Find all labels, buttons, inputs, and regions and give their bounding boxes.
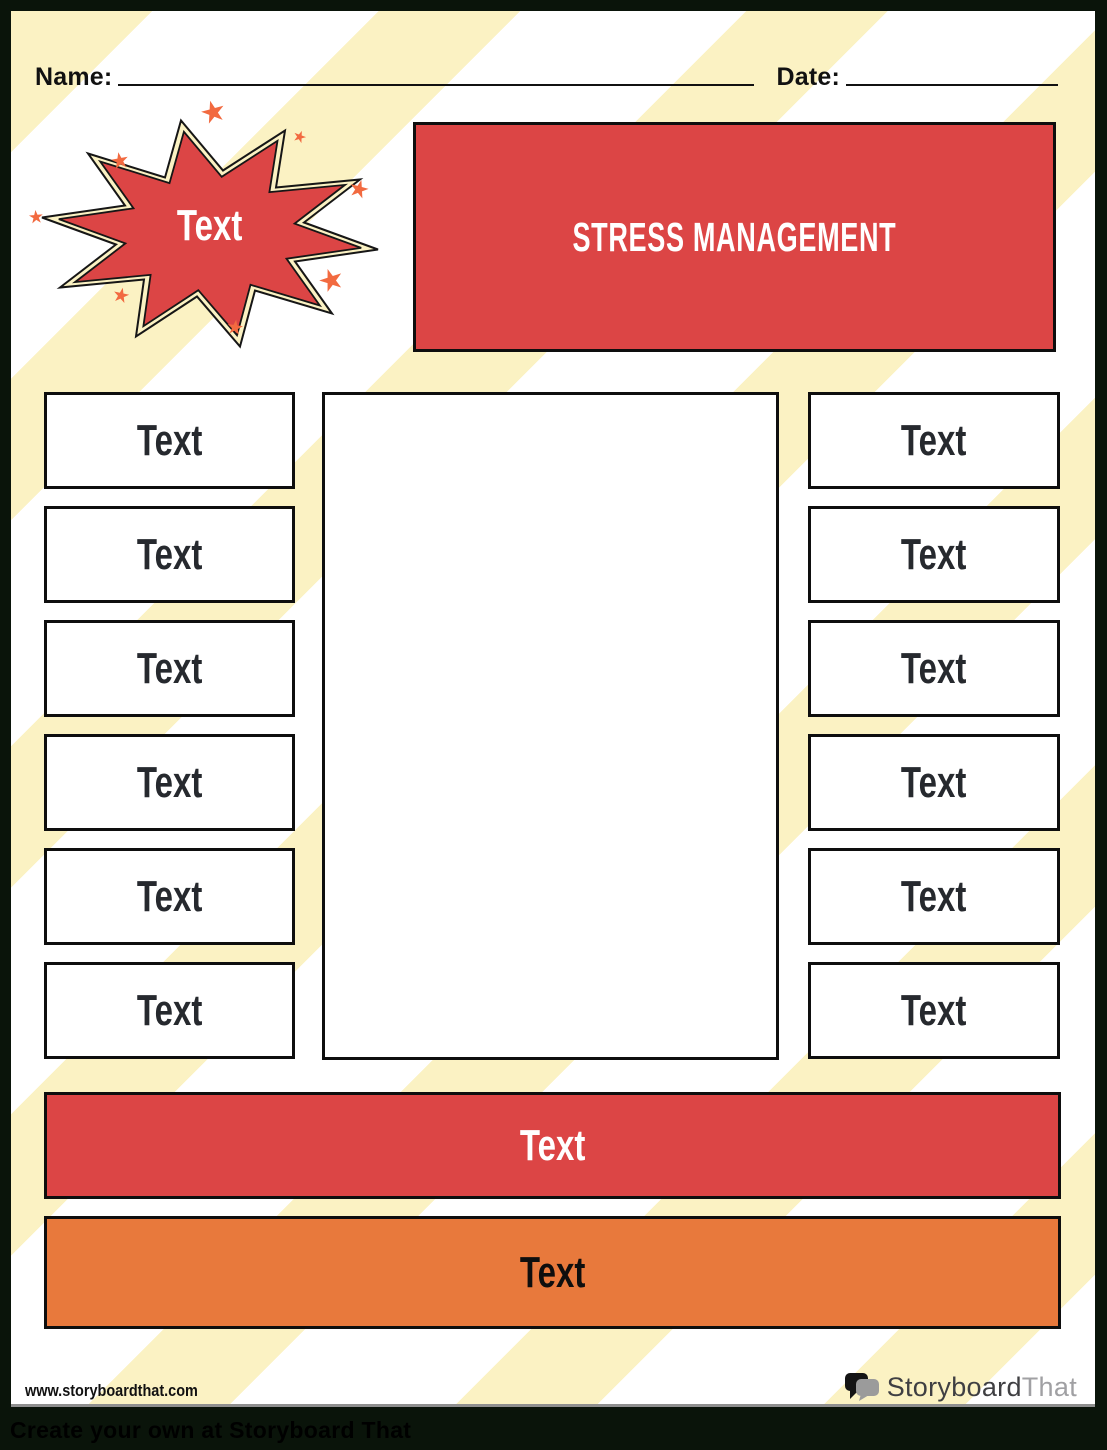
date-write-line[interactable] bbox=[846, 84, 1058, 86]
left-text-box-6[interactable]: Text bbox=[44, 962, 295, 1059]
center-content-box[interactable] bbox=[322, 392, 779, 1060]
starburst-shape bbox=[41, 118, 379, 349]
logo-text-that: That bbox=[1021, 1371, 1077, 1402]
right-text-box-5-label: Text bbox=[901, 871, 967, 921]
right-text-box-3-label: Text bbox=[901, 643, 967, 693]
logo-text-storyboard: Storyboard bbox=[886, 1371, 1022, 1402]
left-text-box-5-label: Text bbox=[136, 871, 203, 921]
starburst-label[interactable]: Text bbox=[177, 201, 243, 250]
left-text-box-1[interactable]: Text bbox=[44, 392, 295, 489]
orange-bar-label: Text bbox=[519, 1247, 586, 1297]
bottom-band: Create your own at Storyboard That bbox=[0, 1410, 1107, 1450]
title-banner[interactable]: STRESS MANAGEMENT bbox=[413, 122, 1056, 352]
red-bar-label: Text bbox=[519, 1120, 586, 1170]
right-text-box-5[interactable]: Text bbox=[808, 848, 1060, 945]
right-column: Text Text Text Text Text Text bbox=[808, 392, 1060, 1059]
left-text-box-6-label: Text bbox=[136, 985, 203, 1035]
left-column: Text Text Text Text Text Text bbox=[44, 392, 295, 1059]
right-text-box-1-label: Text bbox=[901, 415, 967, 465]
band-tagline: Create your own at Storyboard That bbox=[10, 1416, 412, 1443]
left-text-box-2[interactable]: Text bbox=[44, 506, 295, 603]
date-label: Date: bbox=[776, 62, 840, 91]
left-text-box-5[interactable]: Text bbox=[44, 848, 295, 945]
orange-bottom-bar[interactable]: Text bbox=[44, 1216, 1061, 1329]
left-text-box-4[interactable]: Text bbox=[44, 734, 295, 831]
left-text-box-3[interactable]: Text bbox=[44, 620, 295, 717]
worksheet-title: STRESS MANAGEMENT bbox=[572, 213, 897, 260]
right-text-box-6[interactable]: Text bbox=[808, 962, 1060, 1059]
right-text-box-3[interactable]: Text bbox=[808, 620, 1060, 717]
left-text-box-3-label: Text bbox=[136, 643, 203, 693]
left-text-box-2-label: Text bbox=[136, 529, 203, 579]
right-text-box-1[interactable]: Text bbox=[808, 392, 1060, 489]
name-label: Name: bbox=[35, 62, 113, 91]
right-text-box-2-label: Text bbox=[901, 529, 967, 579]
speech-bubbles-icon bbox=[844, 1373, 879, 1401]
right-text-box-6-label: Text bbox=[901, 985, 967, 1035]
right-text-box-4[interactable]: Text bbox=[808, 734, 1060, 831]
left-text-box-4-label: Text bbox=[136, 757, 203, 807]
right-text-box-4-label: Text bbox=[901, 757, 967, 807]
starburst[interactable]: ★ ★ ★ ★ ★ ★ ★ ★ Text bbox=[27, 93, 390, 360]
left-text-box-1-label: Text bbox=[136, 415, 203, 465]
red-bottom-bar[interactable]: Text bbox=[44, 1092, 1061, 1199]
storyboardthat-logo: StoryboardThat bbox=[843, 1367, 1077, 1407]
footer-url: www.storyboardthat.com bbox=[25, 1381, 198, 1400]
right-text-box-2[interactable]: Text bbox=[808, 506, 1060, 603]
worksheet-page: Name: Date: ★ ★ ★ ★ ★ ★ ★ ★ Text STRESS … bbox=[11, 11, 1095, 1407]
name-write-line[interactable] bbox=[118, 84, 755, 86]
name-date-row: Name: Date: bbox=[35, 55, 1058, 91]
